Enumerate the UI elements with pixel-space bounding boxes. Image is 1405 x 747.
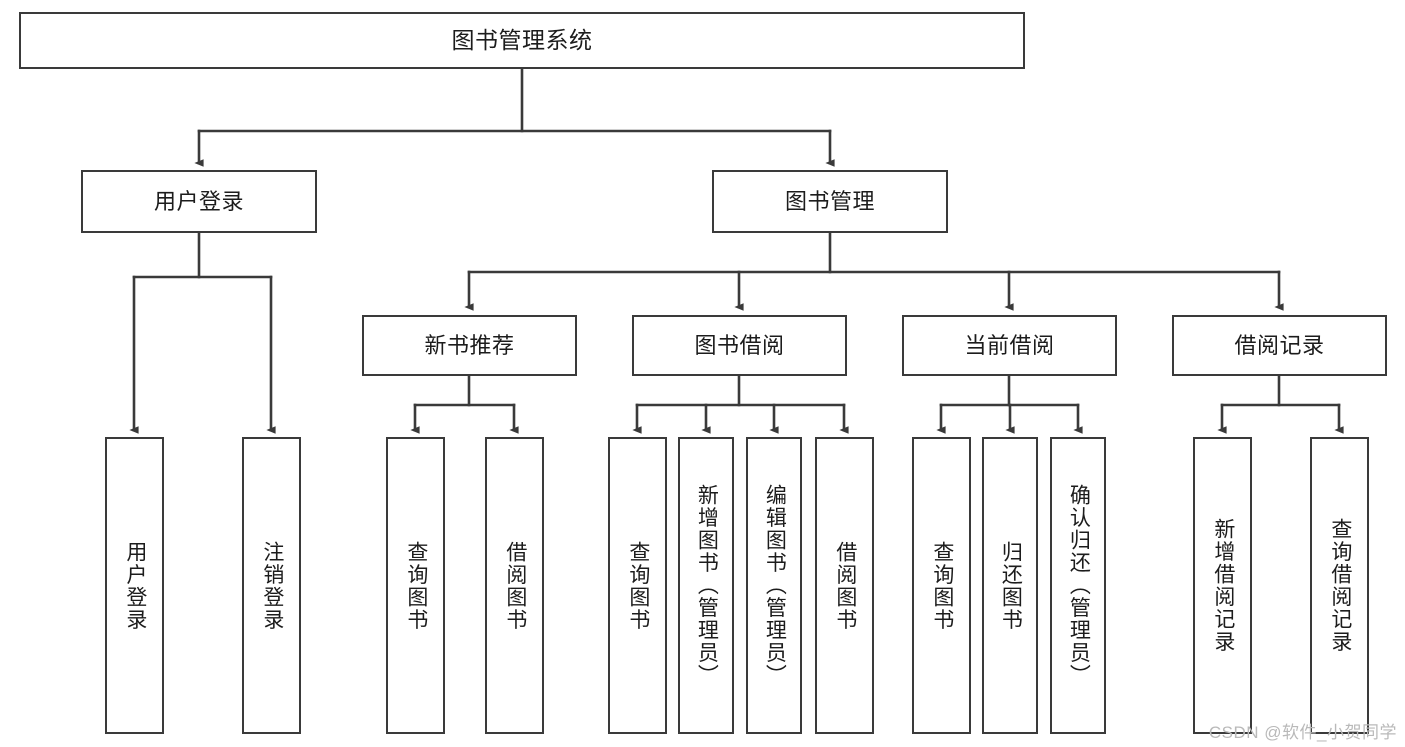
node-book-borrowing[interactable]: 图书借阅 (632, 315, 847, 376)
leaf-logout[interactable]: 注销登录 (242, 437, 301, 734)
node-label: 编辑图书（管理员） (763, 484, 787, 687)
node-label: 注销登录 (260, 540, 284, 631)
leaf-add-borrow-record[interactable]: 新增借阅记录 (1193, 437, 1252, 734)
leaf-borrow-book[interactable]: 借阅图书 (815, 437, 874, 734)
node-label: 新增借阅记录 (1211, 518, 1235, 653)
node-label: 查询借阅记录 (1328, 518, 1352, 653)
node-root-book-management-system[interactable]: 图书管理系统 (19, 12, 1025, 69)
node-label: 借阅图书 (503, 540, 527, 631)
node-new-book-recommendation[interactable]: 新书推荐 (362, 315, 577, 376)
leaf-query-book-borrow[interactable]: 查询图书 (608, 437, 667, 734)
node-label: 图书管理系统 (451, 27, 593, 54)
node-label: 图书管理 (784, 188, 875, 214)
leaf-confirm-return-admin[interactable]: 确认归还（管理员） (1050, 437, 1106, 734)
node-label: 用户登录 (123, 540, 147, 631)
node-label: 用户登录 (153, 188, 244, 214)
leaf-query-book-recommend[interactable]: 查询图书 (386, 437, 445, 734)
node-label: 确认归还（管理员） (1067, 484, 1091, 687)
node-label: 查询图书 (404, 540, 428, 631)
node-label: 借阅记录 (1234, 332, 1325, 358)
node-label: 当前借阅 (964, 332, 1055, 358)
node-book-management[interactable]: 图书管理 (712, 170, 948, 233)
node-label: 图书借阅 (694, 332, 785, 358)
leaf-query-borrow-record[interactable]: 查询借阅记录 (1310, 437, 1369, 734)
node-label: 归还图书 (999, 540, 1023, 631)
node-current-borrowing[interactable]: 当前借阅 (902, 315, 1117, 376)
leaf-query-book-current[interactable]: 查询图书 (912, 437, 971, 734)
node-borrowing-record[interactable]: 借阅记录 (1172, 315, 1387, 376)
csdn-watermark: CSDN @软件_小贺同学 (1208, 723, 1397, 742)
leaf-edit-book-admin[interactable]: 编辑图书（管理员） (746, 437, 802, 734)
node-label: 查询图书 (930, 540, 954, 631)
node-label: 新书推荐 (424, 332, 515, 358)
leaf-add-book-admin[interactable]: 新增图书（管理员） (678, 437, 734, 734)
node-label: 查询图书 (626, 540, 650, 631)
node-user-login[interactable]: 用户登录 (81, 170, 317, 233)
leaf-borrow-book-recommend[interactable]: 借阅图书 (485, 437, 544, 734)
node-label: 借阅图书 (833, 540, 857, 631)
leaf-user-login[interactable]: 用户登录 (105, 437, 164, 734)
node-label: 新增图书（管理员） (695, 484, 719, 687)
leaf-return-book[interactable]: 归还图书 (982, 437, 1038, 734)
